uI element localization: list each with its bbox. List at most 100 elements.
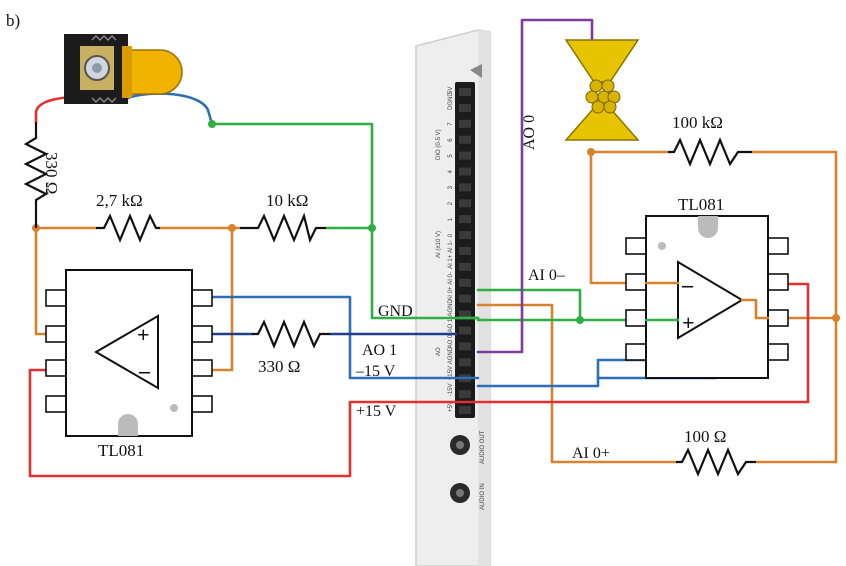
resistor-100 bbox=[676, 447, 756, 477]
audio-in-label: AUDIO IN bbox=[480, 483, 486, 510]
wire-orange-right-feedback bbox=[476, 150, 838, 464]
label-ao1: AO 1 bbox=[362, 342, 397, 359]
terminal-pin bbox=[459, 294, 471, 303]
junction-dot bbox=[587, 148, 595, 156]
wire-blue-led bbox=[126, 92, 214, 126]
terminal-pin bbox=[459, 390, 471, 399]
chip-pin bbox=[191, 395, 213, 413]
chip-pin bbox=[625, 343, 647, 361]
right-chip-wiring bbox=[644, 281, 770, 322]
junction-dot bbox=[368, 224, 376, 232]
terminal-pin-label: 7 bbox=[448, 122, 454, 126]
chip-pin bbox=[45, 325, 67, 343]
chip-pin bbox=[625, 273, 647, 291]
chip-pin bbox=[625, 309, 647, 327]
label-r-100k: 100 kΩ bbox=[672, 113, 723, 132]
terminal-pin-label: AI 0- bbox=[448, 272, 454, 285]
terminal-pin-label: 2 bbox=[448, 201, 454, 205]
terminal-pin-label: AO 1 bbox=[448, 318, 454, 332]
chip-pin bbox=[191, 325, 213, 343]
led-rim bbox=[122, 46, 132, 98]
board-logo-icon bbox=[470, 64, 482, 78]
resistor-10k bbox=[240, 212, 326, 244]
resistors bbox=[23, 122, 756, 477]
label-r-100: 100 Ω bbox=[684, 427, 726, 446]
audio-out-label: AUDIO OUT bbox=[480, 430, 486, 464]
terminal-pin-label: 5 bbox=[448, 154, 454, 158]
terminal-pin-label: AO 0 bbox=[448, 334, 454, 348]
led-dome bbox=[127, 49, 183, 95]
board-edge bbox=[478, 30, 490, 566]
chip-pin bbox=[45, 289, 67, 307]
label-ai0-minus: AI 0– bbox=[528, 267, 566, 284]
transducer-bead bbox=[603, 100, 617, 114]
terminal-pin bbox=[459, 342, 471, 351]
chip-pin bbox=[191, 359, 213, 377]
chip-pin bbox=[767, 343, 789, 361]
wire-green-ground bbox=[210, 122, 628, 322]
label-r-330-bottom: 330 Ω bbox=[258, 357, 300, 376]
terminal-pin bbox=[459, 247, 471, 255]
chip-pin bbox=[767, 237, 789, 255]
label-r-330-vertical: 330 Ω bbox=[42, 152, 61, 194]
resistor-330-vertical bbox=[23, 122, 49, 228]
chip-pin bbox=[625, 237, 647, 255]
chip-pin1-marker bbox=[658, 242, 666, 250]
terminal-pin-label: AGND bbox=[448, 346, 454, 364]
label-ai0-plus: AI 0+ bbox=[572, 445, 610, 462]
terminal-pin bbox=[459, 326, 471, 335]
terminal-pin-label: AI 0+ bbox=[448, 286, 454, 301]
terminal-pin bbox=[459, 167, 471, 176]
terminal-pin bbox=[459, 231, 471, 240]
resistor-330-bottom bbox=[252, 319, 330, 349]
resistor-2k7 bbox=[96, 213, 160, 243]
terminal-pin bbox=[459, 183, 471, 192]
chip-notch bbox=[698, 216, 718, 238]
opamp-triangle bbox=[677, 260, 744, 340]
labels: 330 Ω 2,7 kΩ 10 kΩ 330 Ω 100 kΩ 100 Ω TL… bbox=[42, 113, 726, 462]
terminal-pin bbox=[459, 278, 471, 287]
audio-out-hole bbox=[456, 441, 464, 449]
chip-pin bbox=[767, 309, 789, 327]
terminal-pin bbox=[459, 151, 471, 160]
terminal-pin bbox=[459, 119, 471, 128]
transducer-bead bbox=[589, 79, 603, 93]
resistor-100k bbox=[668, 137, 752, 167]
chip-pin1-marker bbox=[170, 404, 178, 412]
panel-label: b) bbox=[6, 11, 20, 30]
transducer-bead bbox=[601, 79, 615, 93]
terminal-pin-label: AGND bbox=[448, 299, 454, 317]
transducer bbox=[564, 39, 640, 141]
chip-pin bbox=[45, 395, 67, 413]
terminal-pin-label: 6 bbox=[448, 138, 454, 142]
label-pos15: +15 V bbox=[356, 403, 397, 420]
chip-pin bbox=[767, 273, 789, 291]
label-r-2k7: 2,7 kΩ bbox=[96, 191, 143, 210]
opamp-chip-left: + – bbox=[45, 269, 213, 437]
transducer-bottom-cone bbox=[564, 107, 640, 141]
junction-dot bbox=[832, 314, 840, 322]
led-spring-bottom bbox=[91, 96, 117, 104]
led-spring-top bbox=[91, 34, 117, 42]
audio-in-hole bbox=[456, 489, 464, 497]
opamp-triangle bbox=[94, 314, 159, 390]
terminal-pin bbox=[459, 262, 471, 271]
junctions bbox=[32, 120, 840, 324]
terminal-pin bbox=[459, 88, 471, 96]
terminal-pin-label: 3 bbox=[448, 185, 454, 189]
label-chip-left: TL081 bbox=[98, 441, 144, 460]
terminal-pin-label: AI 1+ bbox=[448, 254, 454, 269]
terminal-pin-label: +15V bbox=[448, 366, 454, 380]
terminal-pin-label: 5V bbox=[448, 87, 454, 94]
terminal-pin-label: 4 bbox=[448, 170, 454, 174]
board-group-ao: AO bbox=[436, 347, 442, 356]
terminal-pin-label: -15V bbox=[448, 383, 454, 396]
terminal-pins bbox=[459, 88, 471, 414]
label-chip-right: TL081 bbox=[678, 195, 724, 214]
terminal-pin bbox=[459, 103, 471, 112]
transducer-bead bbox=[591, 100, 605, 114]
terminal-pin bbox=[459, 215, 471, 224]
